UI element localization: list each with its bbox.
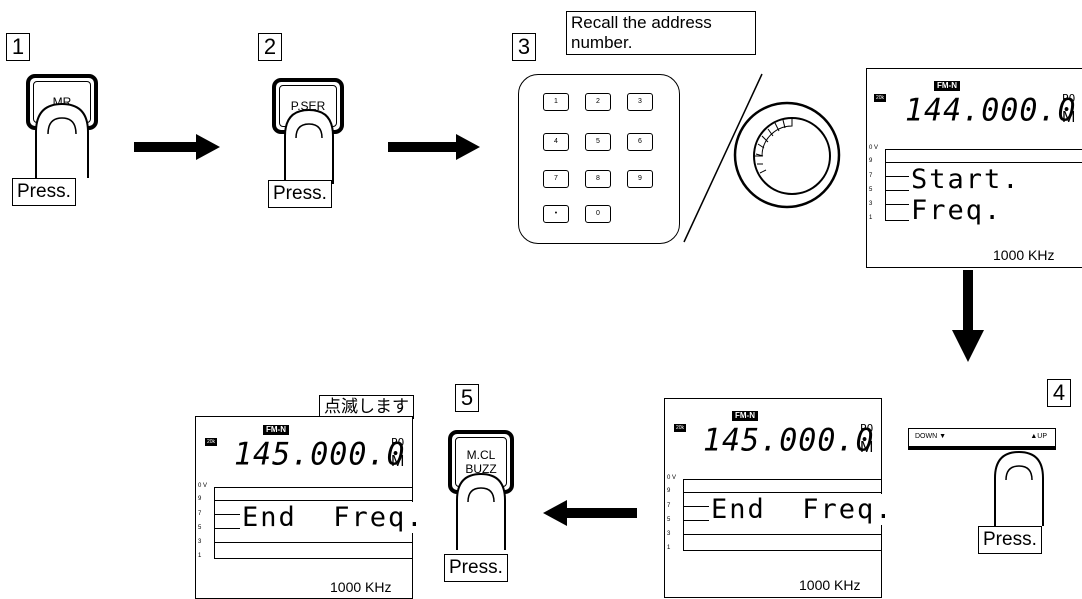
scale-label: 5 [667,517,671,523]
finger-icon [284,108,334,184]
scale-label: 9 [667,488,671,494]
memory-indicator: M [860,439,874,456]
step-khz: 1000 KHz [799,577,861,593]
scale-label: 1 [869,215,873,221]
step-1-number: 1 [6,33,30,61]
status-message: End Freq. [240,502,427,533]
arrow-left-icon [543,500,637,526]
press-label-4: Press. [978,526,1042,554]
scale-label: 0 V [869,145,879,151]
up-label: ▲UP [1030,433,1047,440]
scale-label: 7 [198,511,202,517]
key-line-2: BUZZ [465,462,497,476]
scale-label: 3 [198,539,202,545]
finger-icon [456,472,506,550]
scale-label: 0 V [198,483,208,489]
arrow-down-icon [952,270,984,362]
finger-icon [994,450,1044,526]
keypad-key[interactable]: 5 [585,133,611,151]
keypad-key[interactable]: 3 [627,93,653,111]
down-label: DOWN ▼ [915,433,947,440]
caption-line-2: number. [571,33,633,52]
arrow-right-icon [388,134,480,160]
pm-indicator: PO [391,436,405,449]
down-up-button[interactable]: DOWN ▼ ▲UP [908,428,1056,450]
scale-label: 1 [198,553,202,559]
keypad-key[interactable]: 8 [585,170,611,188]
memory-indicator: M [391,453,405,470]
keypad-key[interactable]: 1 [543,93,569,111]
pm-indicator: PO [860,422,874,435]
keypad-key[interactable]: 7 [543,170,569,188]
keypad-key[interactable]: 9 [627,170,653,188]
scale-label: 3 [869,201,873,207]
mode-badge: FM-N [263,425,289,435]
dial-knob-icon[interactable] [732,100,842,210]
keypad-key[interactable]: 0 [585,205,611,223]
arrow-right-icon [134,134,220,160]
scale-label: 5 [198,525,202,531]
key-line-1: M.CL [466,448,496,462]
keypad-key[interactable]: 2 [585,93,611,111]
step-4-number: 4 [1047,379,1071,407]
m-cl-buzz-key-label: M.CL BUZZ [455,437,507,487]
scale-label: 0 V [667,475,677,481]
caption-line-1: Recall the address [571,13,712,32]
scale-label: 7 [869,173,873,179]
finger-icon [35,102,89,178]
step-khz: 1000 KHz [993,247,1055,263]
scale-label: 7 [667,503,671,509]
press-label-1: Press. [12,178,76,206]
press-label-5: Press. [444,554,508,582]
step-badge: 20k [674,424,687,432]
keypad-key[interactable]: • [543,205,569,223]
step-badge: 20k [205,438,218,446]
step-5-number: 5 [455,384,479,412]
step-3-number: 3 [512,33,536,61]
keypad-key[interactable]: 4 [543,133,569,151]
numeric-keypad: 1 2 3 4 5 6 7 8 9 • 0 [518,74,680,244]
recall-caption: Recall the address number. [566,11,756,55]
frequency-readout: 144.000.0 [905,92,1077,129]
scale-label: 9 [198,496,202,502]
pm-indicator: PO [1062,92,1076,105]
scale-label: 5 [869,187,873,193]
mode-badge: FM-N [934,81,960,91]
memory-indicator: M [1062,109,1076,126]
slash-divider [683,73,763,243]
lcd-display-start: FM-N 20k 144.000.0 PO M 0 V 9 7 5 3 1 St… [866,68,1082,268]
step-khz: 1000 KHz [330,579,392,595]
mode-badge: FM-N [732,411,758,421]
press-label-2: Press. [268,180,332,208]
scale-label: 9 [869,158,873,164]
lcd-display-end-right: FM-N 20k 145.000.0 PO M 0 V 9 7 5 3 1 En… [664,398,896,598]
blink-note: 点滅します [319,395,414,419]
step-2-number: 2 [258,33,282,61]
status-message: Start. Freq. [909,164,1082,226]
keypad-key[interactable]: 6 [627,133,653,151]
scale-label: 1 [667,545,671,551]
frequency-readout: 145.000.0 [703,422,875,459]
frequency-readout: 145.000.0 [234,436,406,473]
scale-label: 3 [667,531,671,537]
step-badge: 20k [874,94,887,102]
lcd-display-end-left: FM-N 20k 145.000.0 PO M 0 V 9 7 5 3 1 En… [195,416,427,599]
status-message: End Freq. [709,494,896,525]
